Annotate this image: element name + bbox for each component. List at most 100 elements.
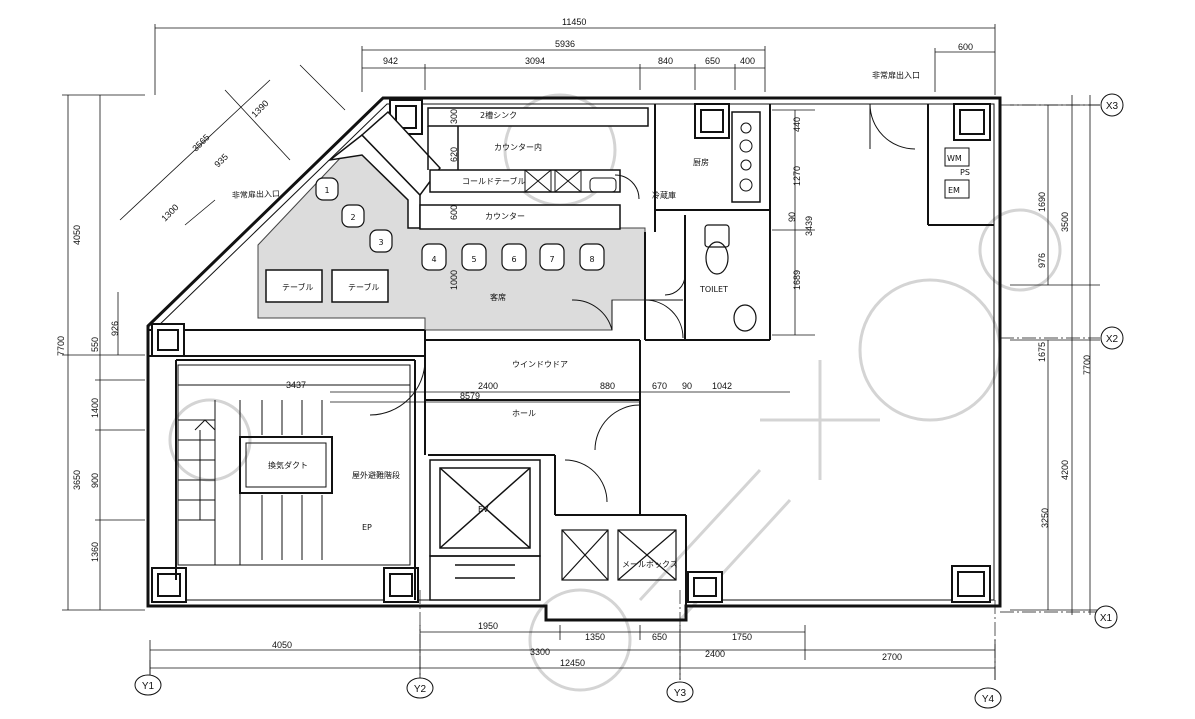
- dim-left-1400: 1400: [90, 398, 100, 418]
- dim-left-1360: 1360: [90, 542, 100, 562]
- inner-walls: [175, 104, 994, 606]
- dim-inner-90: 90: [787, 212, 797, 222]
- dim-left-926: 926: [110, 321, 120, 336]
- dim-right-1675: 1675: [1037, 342, 1047, 362]
- dim-right-1690: 1690: [1037, 192, 1047, 212]
- label-sink-note: 2槽シンク: [480, 110, 517, 120]
- label-table-2: テーブル: [348, 282, 380, 292]
- dim-mid-3437: 3437: [286, 380, 306, 390]
- seats: [315, 177, 605, 271]
- dim-right-976: 976: [1037, 253, 1047, 268]
- dim-top-row-1: 3094: [525, 56, 545, 66]
- dim-diag-3565: 3565: [190, 132, 211, 153]
- label-refrigerator: 冷蔵庫: [652, 190, 676, 200]
- dimension-texts: 11450 5936 600 942 3094 840 650 400 4050…: [56, 17, 1092, 668]
- dim-bot-1750: 1750: [732, 632, 752, 642]
- label-counter: カウンター: [485, 212, 525, 221]
- axis-label-x3: X3: [1106, 101, 1119, 112]
- label-emergency-entrance-left: 非常扉出入口: [232, 188, 280, 200]
- shafts: [561, 529, 677, 581]
- dim-left-4050: 4050: [72, 225, 82, 245]
- dim-bot-4050: 4050: [272, 640, 292, 650]
- label-wm: WM: [947, 154, 962, 163]
- tables: [265, 269, 389, 303]
- label-table-1: テーブル: [282, 282, 314, 292]
- dim-diag-1390: 1390: [249, 98, 270, 119]
- kitchen-stove: [731, 111, 761, 203]
- axis-label-x1: X1: [1100, 613, 1113, 624]
- toilet-fixture: [704, 224, 757, 332]
- doors: [369, 103, 916, 503]
- room-labels: 非常扉出入口 非常扉出入口 2槽シンク カウンター内 コールドテーブル カウンタ…: [232, 70, 970, 569]
- label-toilet: TOILET: [699, 285, 728, 294]
- dim-inner-3439: 3439: [804, 216, 814, 236]
- dim-inner-620: 620: [449, 147, 459, 162]
- axis-label-y2: Y2: [414, 684, 427, 695]
- dim-mid-2400: 2400: [478, 381, 498, 391]
- axis-label-y1: Y1: [142, 681, 155, 692]
- dim-left-550: 550: [90, 337, 100, 352]
- dim-top-row-0: 942: [383, 56, 398, 66]
- dim-inner-1689: 1689: [792, 270, 802, 290]
- seat-number: 7: [549, 255, 554, 264]
- stairs: [177, 364, 411, 566]
- dim-mid-670: 670: [652, 381, 667, 391]
- dim-mid-880: 880: [600, 381, 615, 391]
- label-mail-box: メールボックス: [622, 560, 678, 569]
- dim-top-total: 11450: [562, 17, 586, 27]
- axis-label-y4: Y4: [982, 694, 995, 705]
- axis-lines: [419, 104, 1100, 680]
- dim-top-600: 600: [958, 42, 973, 52]
- dim-bot-total: 12450: [560, 658, 585, 668]
- elevator: [429, 459, 541, 601]
- seat-number: 1: [324, 186, 329, 195]
- label-emergency-entrance-top: 非常扉出入口: [872, 70, 920, 80]
- dim-left-900: 900: [90, 473, 100, 488]
- label-ps: PS: [960, 168, 970, 177]
- dim-left-7700: 7700: [56, 336, 66, 356]
- dim-bot-1350: 1350: [585, 632, 605, 642]
- label-inside-counter: カウンター内: [494, 142, 542, 152]
- label-shop-floor: 客席: [490, 292, 506, 302]
- dim-right-4200: 4200: [1060, 460, 1070, 480]
- dim-bot-2700: 2700: [882, 652, 902, 662]
- label-em: EM: [948, 186, 960, 195]
- label-ep: EP: [362, 523, 372, 532]
- label-hall: ホール: [512, 409, 536, 418]
- dim-inner-300: 300: [449, 109, 459, 124]
- meter-cabinet: [944, 147, 970, 199]
- seat-number: 2: [350, 213, 355, 222]
- seat-number: 8: [589, 255, 594, 264]
- axis-labels: Y1 Y2 Y3 Y4 X3 X2 X1: [142, 101, 1119, 705]
- dim-mid-8579: 8579: [460, 391, 480, 401]
- dim-right-3250: 3250: [1040, 508, 1050, 528]
- axis-bubbles: [134, 93, 1124, 709]
- counters: [327, 107, 649, 230]
- dim-right-7700: 7700: [1082, 355, 1092, 375]
- cold-table-sinks: [524, 169, 617, 193]
- seat-number: 6: [511, 255, 516, 264]
- dim-bot-2400: 2400: [705, 649, 725, 659]
- label-kitchen: 厨房: [693, 157, 709, 167]
- dim-top-row-2: 840: [658, 56, 673, 66]
- label-stair-space: 屋外避難階段: [352, 470, 400, 480]
- dim-bot-1950: 1950: [478, 621, 498, 631]
- label-elevator: EV: [478, 505, 489, 514]
- dim-top-sub: 5936: [555, 39, 575, 49]
- label-shaft: 換気ダクト: [268, 460, 308, 470]
- columns: [151, 99, 991, 603]
- axis-label-y3: Y3: [674, 688, 687, 699]
- dim-inner-600: 600: [449, 205, 459, 220]
- seat-number: 5: [471, 255, 476, 264]
- dim-right-3500: 3500: [1060, 212, 1070, 232]
- dim-left-3650: 3650: [72, 470, 82, 490]
- dim-bot-3300: 3300: [530, 647, 550, 657]
- dim-inner-440: 440: [792, 117, 802, 132]
- dim-inner-1270: 1270: [792, 166, 802, 186]
- dim-mid-1042: 1042: [712, 381, 732, 391]
- dim-top-row-3: 650: [705, 56, 720, 66]
- label-cold-table: コールドテーブル: [462, 176, 526, 186]
- seat-number: 4: [431, 255, 436, 264]
- dim-mid-90: 90: [682, 381, 692, 391]
